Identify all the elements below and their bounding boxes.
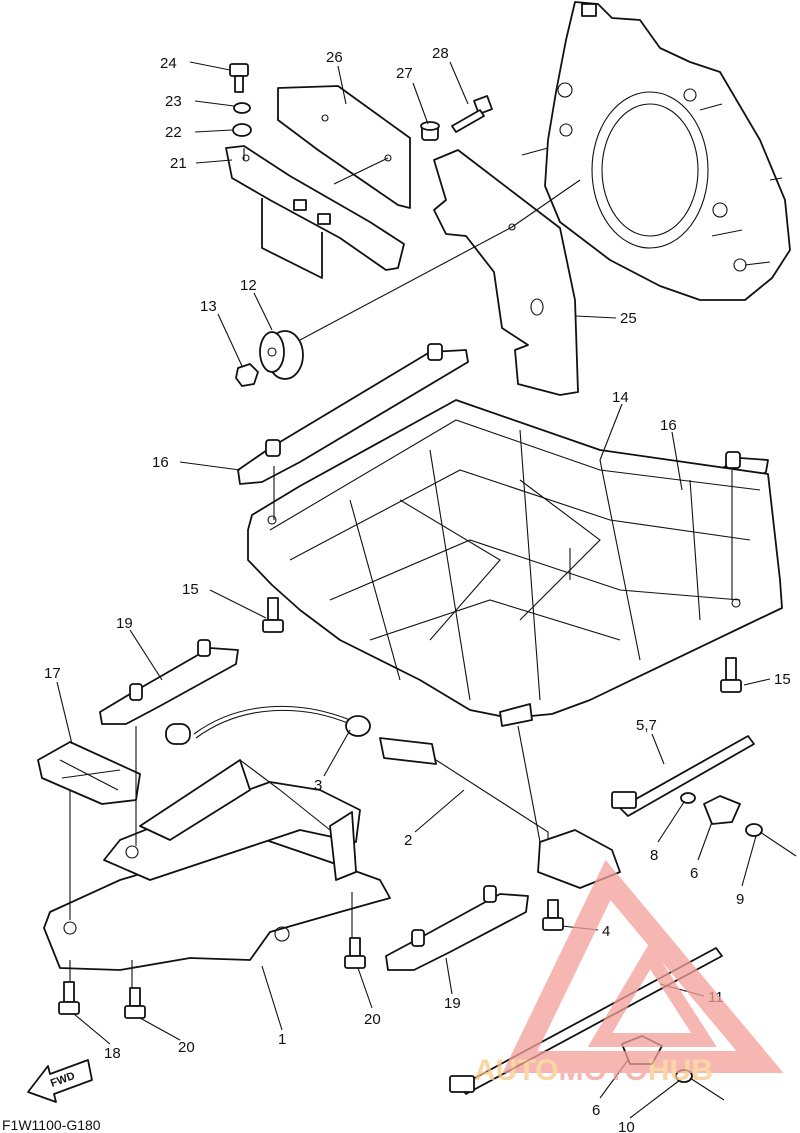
- engine-mount-plate: [521, 1, 791, 301]
- callout-5-7: 5,7: [636, 717, 657, 734]
- callout-17: 17: [44, 665, 61, 682]
- callout-numbers: 24 23 22 21 26 27 28 25 12 13 14 16 16 1…: [44, 45, 791, 1133]
- watermark-part-3: HUB: [648, 1054, 713, 1087]
- base-1: [43, 759, 391, 971]
- bolt-18: [58, 981, 80, 1015]
- bracket-21: [225, 145, 405, 279]
- callout-22: 22: [165, 124, 182, 141]
- callout-13: 13: [200, 298, 217, 315]
- diagram-code: F1W1100-G180: [2, 1117, 101, 1133]
- callout-19-upper: 19: [116, 615, 133, 632]
- bolt-28: [451, 95, 493, 133]
- callout-26: 26: [326, 49, 343, 66]
- washer-22: [232, 123, 252, 137]
- clip-6-upper: [703, 795, 741, 825]
- callout-4: 4: [602, 923, 610, 940]
- rail-16-left: [237, 343, 469, 485]
- cable-tie-5-7: [611, 735, 755, 817]
- callout-19-lower: 19: [444, 995, 461, 1012]
- rivet-9: [745, 823, 797, 857]
- callout-10: 10: [618, 1119, 635, 1133]
- bolt-20-left: [124, 987, 146, 1019]
- bolt-15-left: [262, 597, 284, 633]
- callout-8: 8: [650, 847, 658, 864]
- callout-18: 18: [104, 1045, 121, 1062]
- callout-23: 23: [165, 93, 182, 110]
- callout-3: 3: [314, 777, 322, 794]
- collar-27: [420, 121, 440, 141]
- callout-24: 24: [160, 55, 177, 72]
- callout-16-left: 16: [152, 454, 169, 471]
- callout-16-right: 16: [660, 417, 677, 434]
- rail-19-upper: [99, 639, 239, 725]
- nut-13: [235, 363, 259, 387]
- plate-25: [433, 149, 579, 396]
- seat-frame-14: [247, 399, 783, 727]
- fwd-arrow-icon: FWD: [27, 1059, 93, 1103]
- bolt-24: [229, 63, 249, 93]
- callout-2: 2: [404, 832, 412, 849]
- watermark-text: AUTOMOTOHUB: [474, 1054, 713, 1087]
- callout-14: 14: [612, 389, 629, 406]
- bracket-17: [37, 741, 141, 805]
- callout-20-right: 20: [364, 1011, 381, 1028]
- callout-15-right: 15: [774, 671, 791, 688]
- damper-12: [259, 330, 304, 380]
- washer-8: [680, 792, 696, 804]
- callout-21: 21: [170, 155, 187, 172]
- callout-15-left: 15: [182, 581, 199, 598]
- callout-6-lower: 6: [592, 1102, 600, 1119]
- washer-23: [233, 102, 251, 114]
- watermark-inner-triangle-icon: [587, 942, 717, 1047]
- watermark-triangle-icon: [502, 859, 784, 1073]
- rail-19-lower: [385, 885, 529, 971]
- callout-27: 27: [396, 65, 413, 82]
- callout-25: 25: [620, 310, 637, 327]
- watermark-logo: AUTOMOTOHUB: [474, 859, 784, 1087]
- callout-1: 1: [278, 1031, 286, 1048]
- callout-12: 12: [240, 277, 257, 294]
- cable-2: [165, 705, 621, 889]
- callout-6-upper: 6: [690, 865, 698, 882]
- callout-20-left: 20: [178, 1039, 195, 1056]
- callout-9: 9: [736, 891, 744, 908]
- bolt-4: [542, 899, 564, 931]
- watermark-part-1: AUTO: [474, 1054, 558, 1087]
- bolt-15-right: [720, 657, 742, 693]
- watermark-part-2: MOTO: [558, 1054, 647, 1087]
- plate-26: [277, 85, 411, 209]
- callout-28: 28: [432, 45, 449, 62]
- bolt-20-right: [344, 937, 366, 969]
- assembly-lines: [69, 148, 733, 988]
